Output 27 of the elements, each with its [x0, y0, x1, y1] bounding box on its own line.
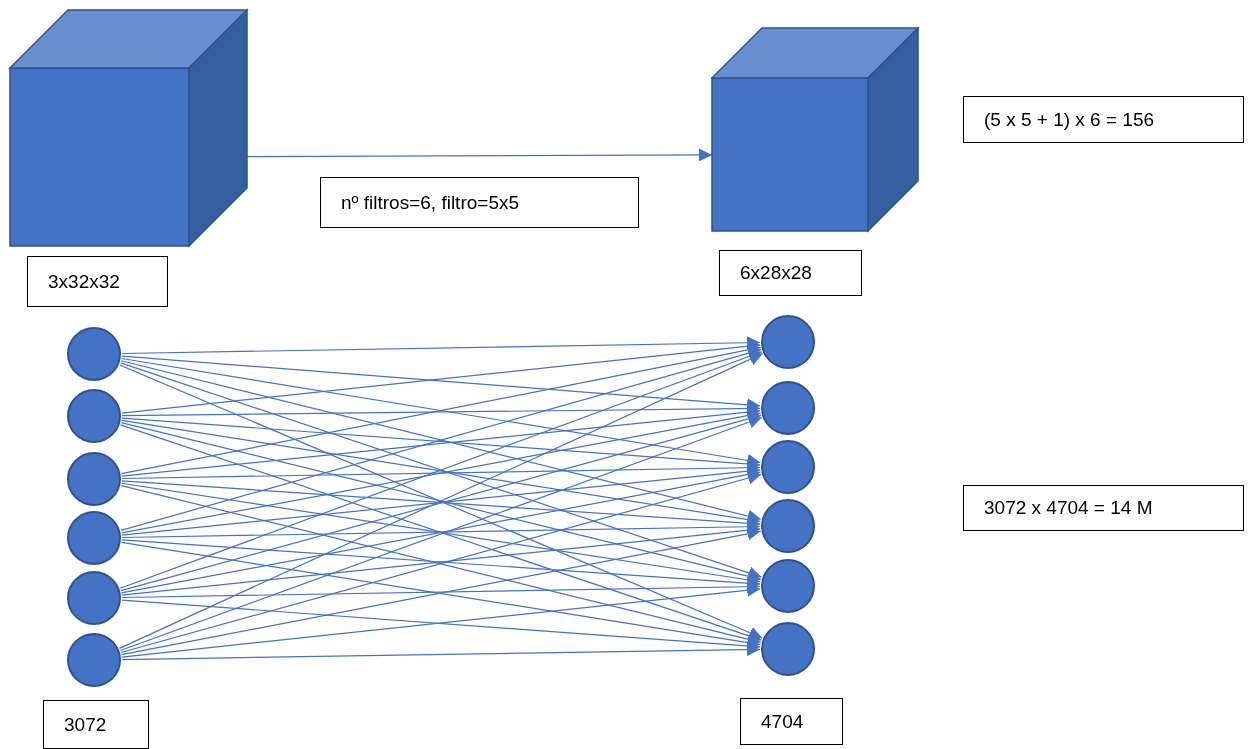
neuron-circle	[67, 571, 121, 625]
neuron-circle	[761, 440, 815, 494]
label-box: (5 x 5 + 1) x 6 = 156	[963, 96, 1244, 143]
neuron-circle	[67, 389, 121, 443]
neuron-circle	[761, 499, 815, 553]
cube	[712, 28, 918, 231]
label-box: 3x32x32	[27, 256, 168, 307]
arrow	[120, 343, 762, 475]
label-box: 6x28x28	[719, 250, 862, 296]
neuron-circle	[761, 315, 815, 369]
neuron-circle	[761, 559, 815, 613]
neuron-circle	[67, 452, 121, 506]
arrow	[121, 336, 761, 355]
label-box: 3072 x 4704 = 14 M	[963, 485, 1244, 531]
label-box: 4704	[740, 698, 843, 745]
arrow	[121, 461, 761, 480]
label-box: nº filtros=6, filtro=5x5	[320, 177, 639, 228]
arrow	[120, 527, 762, 656]
label-box: 3072	[43, 700, 149, 749]
arrow	[120, 468, 762, 594]
neuron-circle	[67, 633, 121, 687]
neuron-circle	[761, 381, 815, 435]
neuron-circle	[761, 622, 815, 676]
cube	[10, 10, 247, 246]
neuron-circle	[67, 511, 121, 565]
neuron-circle	[67, 327, 121, 381]
arrow	[121, 401, 761, 417]
